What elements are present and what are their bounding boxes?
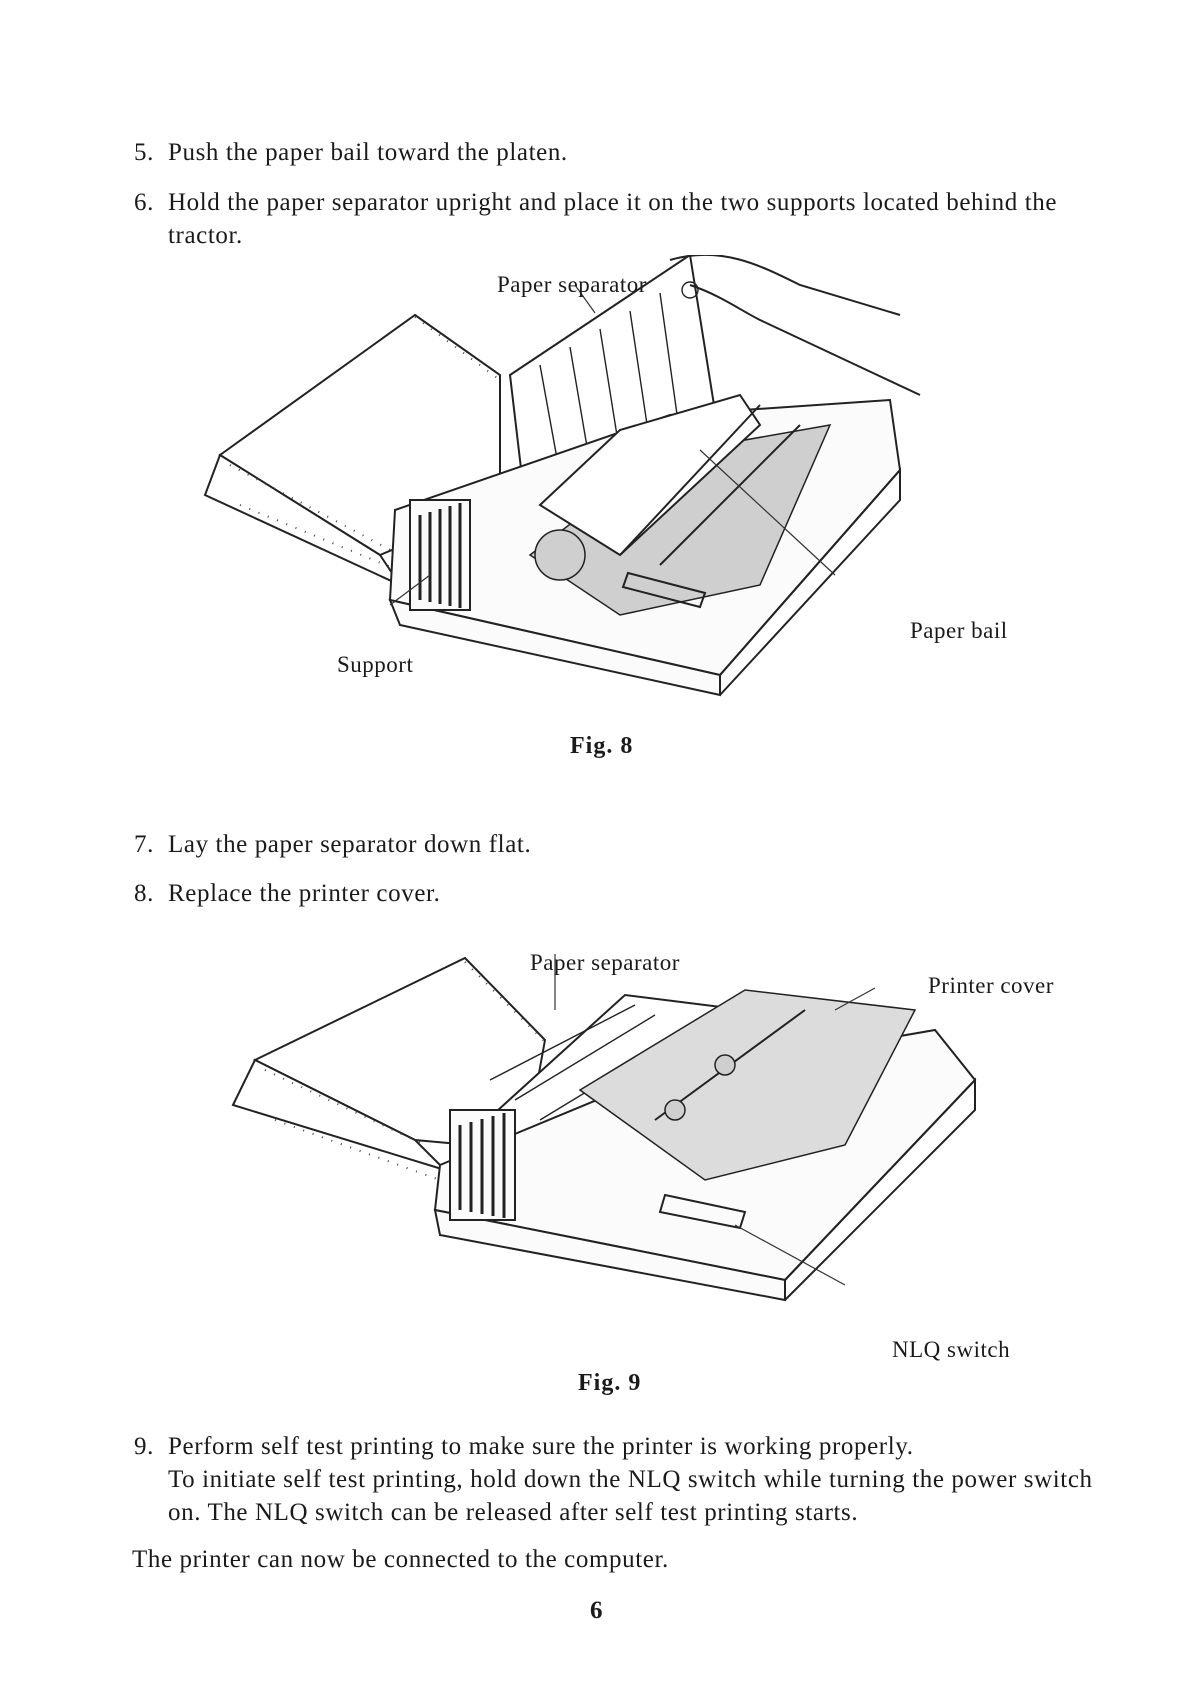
grill — [449, 1109, 516, 1221]
page-number: 6 — [590, 1597, 603, 1624]
step-text: Lay the paper separator down flat. — [168, 831, 532, 858]
step-text: Replace the printer cover. — [168, 880, 441, 907]
label-printer-cover: Printer cover — [928, 973, 1054, 998]
figure-9-caption: Fig. 9 — [578, 1370, 642, 1396]
control-panel — [621, 571, 707, 609]
step-text: Push the paper bail toward the platen. — [168, 139, 568, 166]
step-number: 7. — [134, 831, 154, 858]
paper-in-printer — [538, 393, 762, 557]
step-number: 5. — [134, 139, 154, 166]
figure-8-caption: Fig. 8 — [570, 733, 634, 759]
printer-cover — [578, 989, 917, 1181]
platen-knob — [534, 529, 586, 581]
label-paper-separator-fig9: Paper separator — [530, 950, 680, 975]
step-number: 9. — [134, 1433, 154, 1460]
step-number: 8. — [134, 880, 154, 907]
step-7: 7. Lay the paper separator down flat. — [134, 828, 1094, 861]
figure-8-illustration — [203, 255, 921, 697]
step-text-line1: Perform self test printing to make sure … — [168, 1433, 914, 1460]
label-paper-bail: Paper bail — [910, 618, 1008, 643]
step-text-line2: To initiate self test printing, hold dow… — [168, 1466, 1093, 1526]
label-paper-separator-fig8: Paper separator — [497, 272, 647, 297]
closing-sentence: The printer can now be connected to the … — [132, 1546, 669, 1573]
hand — [669, 255, 921, 396]
step-8: 8. Replace the printer cover. — [134, 877, 1094, 910]
paper-stack-edge — [231, 1058, 446, 1171]
step-text: Hold the paper separator upright and pla… — [168, 189, 1058, 249]
step-number: 6. — [134, 189, 154, 216]
step-5: 5. Push the paper bail toward the platen… — [134, 136, 1094, 169]
figure-9-illustration — [231, 954, 977, 1302]
step-9: 9. Perform self test printing to make su… — [134, 1430, 1094, 1529]
label-support: Support — [337, 652, 414, 677]
paper-stack-edge — [203, 453, 403, 588]
label-nlq-switch: NLQ switch — [892, 1337, 1011, 1362]
step-6: 6. Hold the paper separator upright and … — [134, 186, 1094, 252]
grill — [409, 499, 471, 611]
